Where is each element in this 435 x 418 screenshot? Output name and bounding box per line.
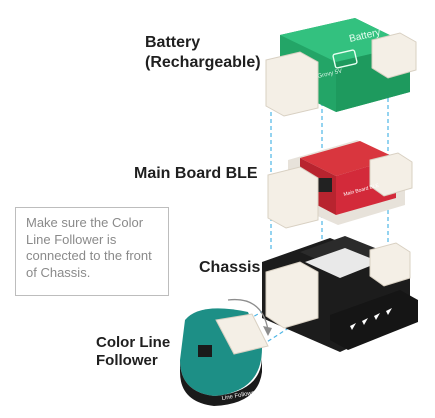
color-label-line1: Color Line [96,334,171,351]
battery-label: Battery (Rechargeable) [145,33,261,73]
chassis-track [330,290,418,350]
main-board-module: Main Board BLE [267,140,413,229]
mainboard-connector-right [369,152,413,197]
color-line-follower-label: Color Line Follower [96,334,170,370]
chassis-track-arrows [350,308,392,330]
attach-arrow-curve [227,298,269,331]
follower-connector [215,313,269,355]
color-line-follower-module: Line Follower [180,308,269,406]
mainboard-chip-icon [318,178,332,192]
chassis-connector-left [265,261,319,329]
chassis-label: Chassis [199,259,261,276]
battery-label-line2: (Rechargeable) [145,54,261,71]
battery-label-line1: Battery [145,34,201,51]
chassis-pcb [305,248,380,278]
main-board-label: Main Board BLE [134,165,258,182]
mainboard-connector-left [267,166,319,229]
mainboard-pcb-top [300,141,396,176]
battery-small-text: Grovy 5V [317,68,343,79]
follower-chip-icon [198,345,212,357]
color-label-line2: Follower [96,352,158,369]
battery-connector-right [371,32,417,79]
battery-connector-left [265,51,319,117]
attach-arrow-head-icon [263,326,272,336]
chassis-module [262,236,418,352]
battery-symbol-icon [332,49,358,69]
follower-rim [180,356,262,406]
note-text: Make sure the Color Line Follower is con… [26,215,152,280]
battery-module: Battery Grovy 5V [265,18,417,117]
note-box: Make sure the Color Line Follower is con… [15,207,169,296]
chassis-connector-right [369,242,411,287]
